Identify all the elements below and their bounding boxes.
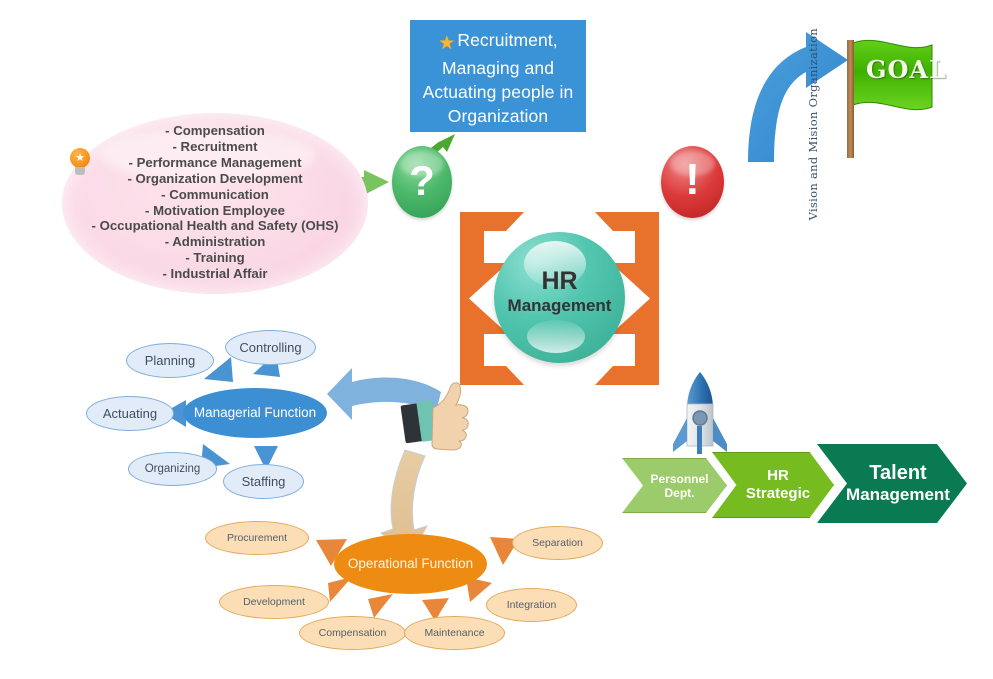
list-item: - Administration [164,234,266,250]
satellite-label: Integration [506,599,557,611]
operational-satellite-separation: Separation [512,526,603,560]
goal-flag-label: GOAL [866,55,947,84]
badge-gloss [400,151,444,177]
blue-curved-arrow [748,32,848,162]
operational-function-node: Operational Function [334,534,487,594]
chev3-line1: Talent [869,461,927,484]
recruit-line-4: Organization [447,106,549,126]
thumbs-up-icon [400,382,469,451]
exclamation-badge: ! [661,146,724,218]
chev3-line2: Management [846,484,950,504]
sphere-label-line1: HR [541,267,578,295]
lightbulb-star-icon: ★ [70,148,90,176]
otri-compensation [368,594,393,618]
satellite-label: Organizing [144,463,201,475]
hr-scope-list: - Compensation - Recruitment - Performan… [62,123,368,282]
badge-gloss [670,151,715,176]
operational-satellite-integration: Integration [486,588,577,622]
chev1-line2: Dept. [664,485,695,500]
managerial-function-node: Managerial Function [183,388,327,438]
list-item: - Compensation [165,123,265,138]
managerial-satellite-staffing: Staffing [223,464,304,499]
list-item: - Communication [161,186,269,202]
star-icon: ★ [438,33,456,54]
sphere-label: HR Management [494,268,625,316]
chevron-talent-management: Talent Management [817,444,967,523]
recruit-line-3: Actuating people in [422,82,574,102]
list-item: - Training [185,250,245,266]
question-glyph: ? [409,157,435,204]
list-item: - Performance Management [128,154,302,170]
satellite-label: Development [243,596,305,608]
operational-function-label: Operational Function [347,556,474,571]
managerial-satellite-actuating: Actuating [86,396,174,431]
chev1-line1: Personnel [650,471,709,486]
managerial-function-label: Managerial Function [193,405,317,420]
list-item: - Organization Development [127,170,303,186]
satellite-label: Staffing [241,474,286,489]
list-item: - Occupational Health and Safety (OHS) [91,218,339,234]
flag-pole [847,40,854,158]
sphere-top-gloss [524,241,586,287]
recruit-line-1: Recruitment, [457,30,558,50]
chevron-personnel-dept: Personnel Dept. [622,458,727,513]
list-item: - Recruitment [172,138,258,154]
operational-satellite-procurement: Procurement [205,521,309,555]
satellite-label: Separation [532,537,583,549]
list-item: - Industrial Affair [162,266,268,282]
chevron-hr-strategic: HR Strategic [712,452,834,518]
satellite-label: Actuating [102,406,158,421]
managerial-satellite-organizing: Organizing [128,452,217,486]
satellite-label: Planning [144,353,196,368]
question-mark-badge: ? [392,146,452,218]
sphere-bottom-gloss [527,320,585,353]
oval-highlight [100,129,316,181]
vision-mission-label: Vision and Mision Organization [806,28,820,221]
satellite-label: Compensation [318,627,387,639]
operational-satellite-development: Development [219,585,329,619]
managerial-satellite-planning: Planning [126,343,214,378]
recruit-line-2: Managing and [441,58,555,78]
chev2-line2: Strategic [745,485,811,502]
blue-arrow-to-managerial [327,368,441,420]
rocket-icon [673,372,727,454]
hr-scope-oval: ★ - Compensation - Recruitment - Perform… [62,113,368,294]
chev2-line1: HR [767,467,789,484]
satellite-label: Procurement [226,532,288,544]
recruitment-box: ★Recruitment, Managing and Actuating peo… [410,20,586,132]
satellite-label: Maintenance [424,627,485,639]
managerial-satellite-controlling: Controlling [225,330,316,365]
exclamation-glyph: ! [685,155,700,204]
hr-management-sphere: HR Management [494,232,625,363]
operational-satellite-maintenance: Maintenance [404,616,505,650]
list-item: - Motivation Employee [145,202,285,218]
sphere-label-line2: Management [507,296,612,315]
satellite-label: Controlling [239,340,302,355]
operational-satellite-compensation: Compensation [299,616,406,650]
